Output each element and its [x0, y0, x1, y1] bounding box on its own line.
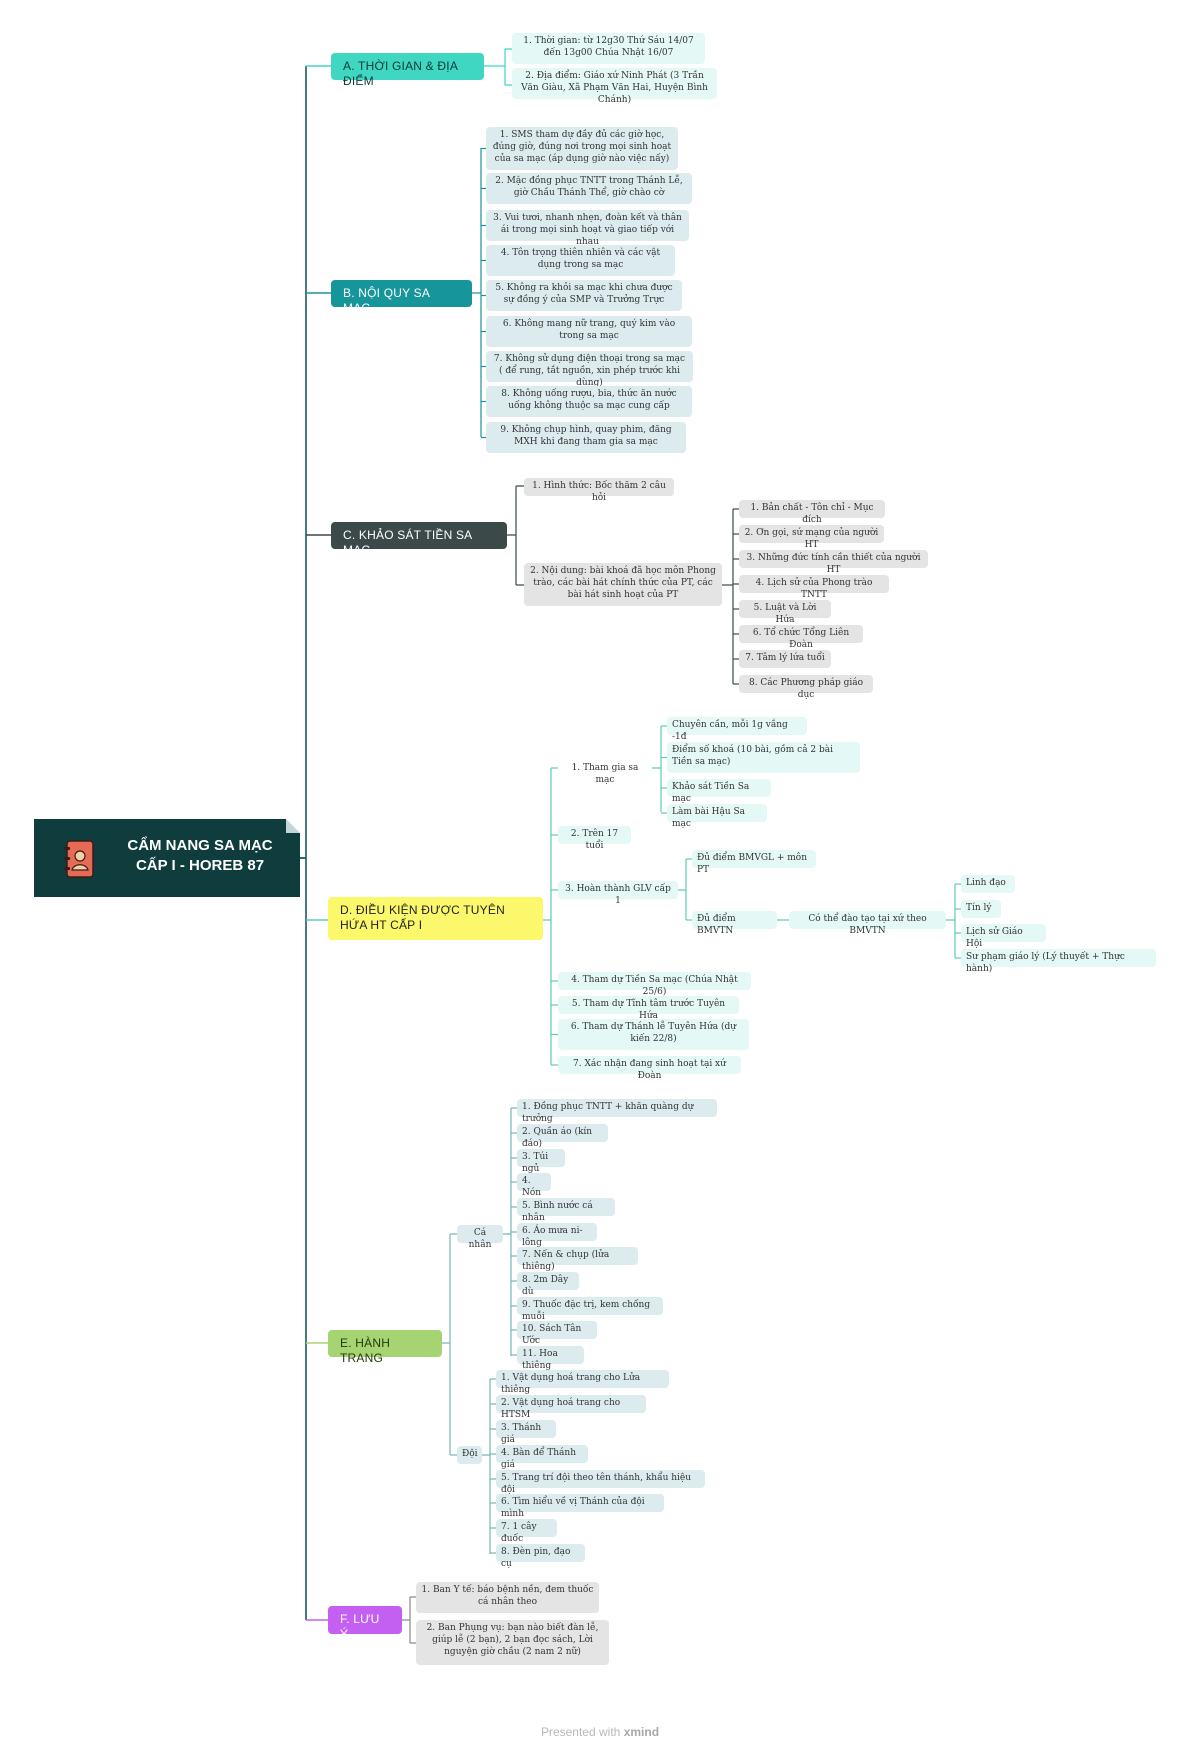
topic-c-pre-survey[interactable]: C. KHẢO SÁT TIỀN SA MẠC: [331, 522, 507, 557]
connector-line: [652, 726, 662, 812]
b-rule-item[interactable]: 6. Không mang nữ trang, quý kim vào tron…: [486, 316, 692, 347]
e-team-item[interactable]: 8. Đèn pin, đạo cụ: [496, 1544, 585, 1569]
e-personal-item[interactable]: 2. Quần áo (kín đáo): [517, 1124, 608, 1149]
connector-line: [482, 1379, 491, 1554]
d-participate-sub[interactable]: Chuyên cần, mỗi 1g vắng -1đ: [667, 717, 807, 742]
e-team-item[interactable]: 7. 1 cây đuốc: [496, 1519, 557, 1544]
e-personal-item[interactable]: 10. Sách Tân Ước: [517, 1321, 597, 1346]
xmind-brand: xmind: [623, 1725, 660, 1739]
b-rule-item[interactable]: 8. Không uống rượu, bia, thức ăn nước uố…: [486, 386, 692, 417]
e-personal-item[interactable]: 1. Đồng phục TNTT + khăn quàng dự trưởng: [517, 1099, 717, 1124]
e-team-item[interactable]: 5. Trang trí đội theo tên thánh, khẩu hi…: [496, 1470, 705, 1495]
d-bmvtn-note[interactable]: Có thể đào tạo tại xứ theo BMVTN: [789, 911, 946, 936]
e-personal-item[interactable]: 7. Nến & chụp (lửa thiêng): [517, 1247, 638, 1272]
connector-line: [503, 1108, 512, 1356]
d-bmvtn-sub[interactable]: Lịch sử Giáo Hội: [961, 924, 1046, 949]
connector-line: [507, 485, 524, 586]
c-topic-item[interactable]: 4. Lịch sử của Phong trào TNTT: [739, 575, 889, 600]
c-topic-item[interactable]: 6. Tổ chức Tổng Liên Đoàn: [739, 625, 863, 650]
e-team-item[interactable]: 6. Tìm hiểu về vị Thánh của đội mình: [496, 1494, 664, 1519]
d-glv-bmvgl[interactable]: Đủ điểm BMVGL + môn PT: [692, 850, 816, 875]
topic-d-conditions[interactable]: D. ĐIỀU KIỆN ĐƯỢC TUYÊN HỨA HT CẤP I: [328, 897, 543, 940]
d-bmvtn-sub[interactable]: Linh đạo: [961, 875, 1015, 893]
e-team[interactable]: Đội: [457, 1446, 482, 1464]
d-participate-sub[interactable]: Làm bài Hậu Sa mạc: [667, 804, 767, 829]
e-team-item[interactable]: 1. Vật dụng hoá trang cho Lửa thiêng: [496, 1370, 669, 1395]
e-personal-item[interactable]: 3. Túi ngủ: [517, 1149, 565, 1174]
c-content[interactable]: 2. Nội dung: bài khoá đã học môn Phong t…: [524, 563, 722, 606]
e-team-item[interactable]: 4. Bàn để Thánh giá: [496, 1445, 588, 1470]
d-participate-sub[interactable]: Khảo sát Tiền Sa mạc: [667, 779, 771, 804]
c-topic-item[interactable]: 5. Luật và Lời Hứa: [739, 600, 831, 625]
connector-line: [442, 1234, 451, 1455]
e-personal-item[interactable]: 9. Thuốc đặc trị, kem chống muỗi: [517, 1297, 663, 1322]
connector-line: [678, 859, 687, 920]
d-item-participate[interactable]: 1. Tham gia sa mạc: [558, 760, 652, 785]
b-rule-item[interactable]: 1. SMS tham dự đầy đủ các giờ học, đúng …: [486, 127, 678, 170]
c-topic-item[interactable]: 8. Các Phương pháp giáo dục: [739, 675, 873, 700]
connector-line: [484, 48, 512, 86]
d-participate-sub[interactable]: Điểm số khoá (10 bài, gồm cả 2 bài Tiền …: [667, 742, 860, 773]
topic-e-luggage[interactable]: E. HÀNH TRANG: [328, 1330, 442, 1365]
d-glv-bmvtn[interactable]: Đủ điểm BMVTN: [692, 911, 777, 936]
d-rest-item[interactable]: 7. Xác nhận đang sinh hoạt tại xứ Đoàn: [558, 1056, 741, 1081]
b-rule-item[interactable]: 5. Không ra khỏi sa mạc khi chưa được sự…: [486, 280, 682, 311]
e-personal-item[interactable]: 4. Nón: [517, 1173, 551, 1198]
d-rest-item[interactable]: 4. Tham dự Tiền Sa mạc (Chúa Nhật 25/6): [558, 972, 751, 997]
d-rest-item[interactable]: 6. Tham dự Thánh lễ Tuyên Hứa (dự kiến 2…: [558, 1019, 749, 1050]
c-topic-item[interactable]: 2. Ơn gọi, sứ mạng của người HT: [739, 525, 884, 550]
connector-line: [946, 884, 956, 958]
central-topic[interactable]: CẨM NANG SA MẠC CẤP I - HOREB 87: [34, 819, 300, 897]
c-topic-item[interactable]: 7. Tâm lý lứa tuổi: [739, 650, 831, 668]
b-rule-item[interactable]: 7. Không sử dụng điện thoại trong sa mạc…: [486, 351, 693, 388]
central-topic-line1: CẨM NANG SA MẠC: [127, 837, 273, 854]
trunk-line: [300, 66, 307, 1620]
e-personal[interactable]: Cá nhân: [457, 1225, 503, 1250]
c-form[interactable]: 1. Hình thức: Bốc thăm 2 câu hỏi: [524, 478, 674, 503]
b-rule-item[interactable]: 9. Không chụp hình, quay phim, đăng MXH …: [486, 422, 686, 453]
d-bmvtn-sub[interactable]: Sư phạm giáo lý (Lý thuyết + Thực hành): [961, 949, 1156, 974]
b-rule-item[interactable]: 3. Vui tươi, nhanh nhẹn, đoàn kết và thâ…: [486, 210, 689, 247]
notebook-icon: [64, 840, 94, 878]
e-personal-item[interactable]: 8. 2m Dây dù: [517, 1272, 579, 1297]
f-note-liturgy[interactable]: 2. Ban Phụng vụ: bạn nào biết đàn lễ, gi…: [416, 1620, 609, 1665]
e-team-item[interactable]: 3. Thánh giá: [496, 1420, 556, 1445]
c-topic-item[interactable]: 1. Bản chất - Tôn chỉ - Mục đích: [739, 500, 885, 525]
b-rule-item[interactable]: 2. Mặc đồng phục TNTT trong Thánh Lễ, gi…: [486, 173, 692, 204]
a-item[interactable]: 1. Thời gian: từ 12g30 Thứ Sáu 14/07 đến…: [512, 33, 705, 64]
e-personal-item[interactable]: 6. Áo mưa ni-lông: [517, 1223, 597, 1248]
d-item-glv[interactable]: 3. Hoàn thành GLV cấp 1: [558, 881, 678, 906]
d-bmvtn-sub[interactable]: Tín lý: [961, 900, 1001, 918]
central-topic-title: CẨM NANG SA MẠC CẤP I - HOREB 87: [110, 836, 290, 876]
connector-line: [402, 1596, 416, 1644]
connector-line: [543, 768, 552, 1065]
central-topic-line2: CẤP I - HOREB 87: [135, 857, 265, 874]
d-item-age[interactable]: 2. Trên 17 tuổi: [558, 826, 631, 851]
topic-b-rules[interactable]: B. NỘI QUY SA MẠC: [331, 280, 472, 315]
c-topic-item[interactable]: 3. Những đức tính cần thiết của người HT: [739, 550, 928, 575]
a-item[interactable]: 2. Địa điểm: Giáo xứ Ninh Phát (3 Trần V…: [512, 68, 717, 105]
f-note-medical[interactable]: 1. Ban Y tế: báo bệnh nền, đem thuốc cá …: [416, 1582, 599, 1613]
e-personal-item[interactable]: 11. Hoa thiêng: [517, 1346, 584, 1371]
topic-f-notes[interactable]: F. LƯU Ý: [328, 1606, 402, 1641]
e-personal-item[interactable]: 5. Bình nước cá nhân: [517, 1198, 615, 1223]
b-rule-item[interactable]: 4. Tôn trọng thiên nhiên và các vật dụng…: [486, 245, 675, 276]
e-team-item[interactable]: 2. Vật dụng hoá trang cho HTSM: [496, 1395, 646, 1420]
topic-a-time-place[interactable]: A. THỜI GIAN & ĐỊA ĐIỂM: [331, 53, 484, 88]
presented-with-footer: Presented with xmind: [0, 1725, 1200, 1739]
footer-prefix: Presented with: [540, 1725, 621, 1739]
folded-corner: [286, 819, 300, 833]
d-rest-item[interactable]: 5. Tham dự Tĩnh tâm trước Tuyên Hứa: [558, 996, 739, 1021]
